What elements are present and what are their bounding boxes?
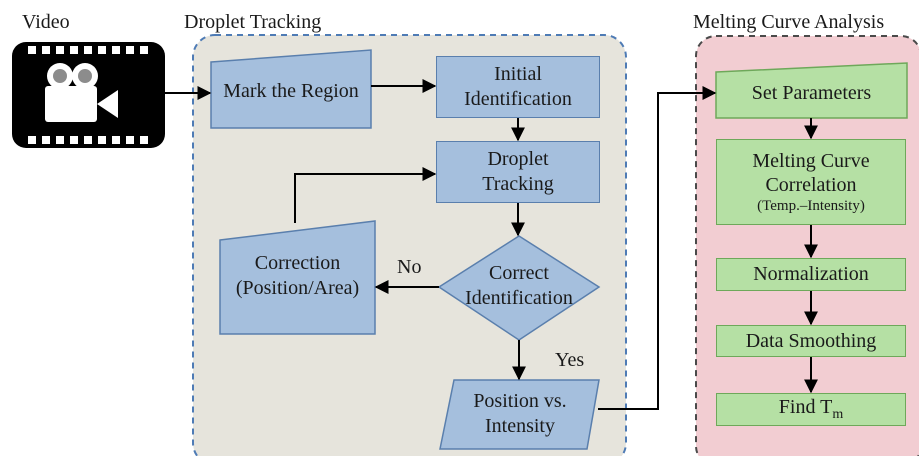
- find-tm-node: Find Tm: [716, 393, 906, 426]
- position-intensity-node: Position vs. Intensity: [450, 382, 590, 446]
- video-title: Video: [22, 11, 70, 33]
- yes-label: Yes: [555, 349, 585, 371]
- no-label: No: [397, 256, 422, 278]
- find-tm-label: Find Tm: [779, 395, 843, 424]
- correction-line1: Correction: [254, 252, 341, 274]
- data-smoothing-node: Data Smoothing: [716, 325, 906, 357]
- video-camera-icon: [12, 42, 165, 148]
- initial-id-line1: Initial: [494, 63, 542, 85]
- find-tm-text: Find T: [778, 396, 833, 419]
- correction-node: Correction (Position/Area): [220, 246, 375, 306]
- droplet-tracking-line1: Droplet: [487, 148, 549, 170]
- normalization-node: Normalization: [716, 258, 906, 291]
- correlation-line1: Melting Curve: [752, 150, 870, 172]
- melting-title: Melting Curve Analysis: [693, 11, 885, 33]
- initial-id-line2: Identification: [464, 88, 572, 110]
- arrow-correction-to-tracking: [294, 167, 437, 223]
- correct-identification-node: Correct Identification: [459, 258, 579, 314]
- correlation-line2: Correlation: [765, 174, 857, 196]
- correlation-subtitle: (Temp.–Intensity): [757, 198, 865, 214]
- droplet-tracking-node: Droplet Tracking: [436, 141, 600, 203]
- correction-line2: (Position/Area): [235, 277, 360, 299]
- find-tm-subscript: m: [832, 407, 844, 423]
- initial-identification-node: Initial Identification: [436, 56, 600, 118]
- position-intensity-shape: [439, 379, 600, 450]
- correction-shape: [219, 220, 376, 335]
- arrow-position-to-set-params: [598, 86, 717, 410]
- droplet-tracking-line2: Tracking: [482, 173, 554, 195]
- normalization-label: Normalization: [753, 263, 869, 285]
- mark-region-shape: [210, 49, 372, 129]
- position-intensity-line2: Intensity: [484, 415, 555, 437]
- mark-region-label: Mark the Region: [223, 79, 359, 102]
- data-smoothing-label: Data Smoothing: [745, 329, 877, 352]
- set-parameters-node: Set Parameters: [716, 70, 907, 116]
- tracking-title: Droplet Tracking: [184, 11, 322, 33]
- correct-id-line2: Identification: [465, 287, 573, 309]
- set-params-label: Set Parameters: [751, 81, 872, 104]
- position-intensity-line1: Position vs.: [473, 390, 567, 412]
- set-params-shape: [715, 62, 908, 119]
- correct-id-line1: Correct: [489, 262, 549, 284]
- correlation-node: Melting Curve Correlation (Temp.–Intensi…: [716, 139, 906, 225]
- mark-region-node: Mark the Region: [211, 66, 371, 116]
